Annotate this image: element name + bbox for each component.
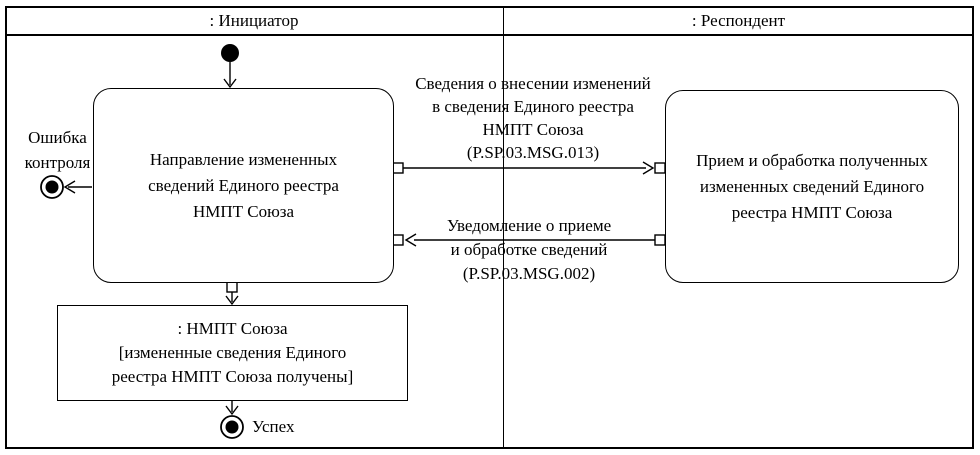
lane-divider-line: [503, 6, 504, 449]
message-line: и обработке сведений: [450, 240, 608, 259]
message-line: Сведения о внесении изменений: [415, 74, 651, 93]
action-receive-changed-data: Прием и обработка полученных измененных …: [665, 90, 959, 283]
action-line: измененных сведений Единого: [699, 176, 925, 196]
message-line: (P.SP.03.MSG.002): [462, 264, 596, 283]
action-line: сведений Единого реестра: [148, 175, 339, 195]
success-final-label: Успех: [252, 417, 295, 436]
lane-header-respondent: : Респондент: [503, 9, 974, 33]
error-final-label: Ошибка контроля: [5, 125, 110, 175]
action-line: Направление измененных: [149, 149, 338, 169]
error-label-line: Ошибка: [28, 128, 87, 147]
action-line: реестра НМПТ Союза: [731, 202, 893, 222]
action-line: НМПТ Союза: [192, 201, 295, 221]
lane-header-initiator-label: : Инициатор: [209, 11, 299, 30]
object-line: : НМПТ Союза: [177, 319, 288, 338]
error-label-line: контроля: [24, 153, 91, 172]
lane-header-respondent-label: : Респондент: [691, 11, 786, 30]
object-line: [измененные сведения Единого: [118, 343, 347, 362]
action-line: Прием и обработка полученных: [696, 150, 928, 170]
message-send-label: Сведения о внесении изменений в сведения…: [395, 72, 671, 164]
lane-header-initiator: : Инициатор: [5, 9, 503, 33]
message-line: НМПТ Союза: [482, 120, 584, 139]
message-line: (P.SP.03.MSG.013): [466, 143, 600, 162]
message-ack-label: Уведомление о приеме и обработке сведени…: [393, 214, 665, 286]
message-line: Уведомление о приеме: [446, 216, 612, 235]
action-send-changed-data: Направление измененных сведений Единого …: [93, 88, 394, 283]
diagram-frame: [5, 6, 974, 449]
message-line: в сведения Единого реестра: [432, 97, 634, 116]
object-nmpt-union: : НМПТ Союза [измененные сведения Единог…: [57, 305, 408, 401]
header-divider-line: [5, 34, 974, 36]
object-line: реестра НМПТ Союза получены]: [111, 367, 354, 386]
